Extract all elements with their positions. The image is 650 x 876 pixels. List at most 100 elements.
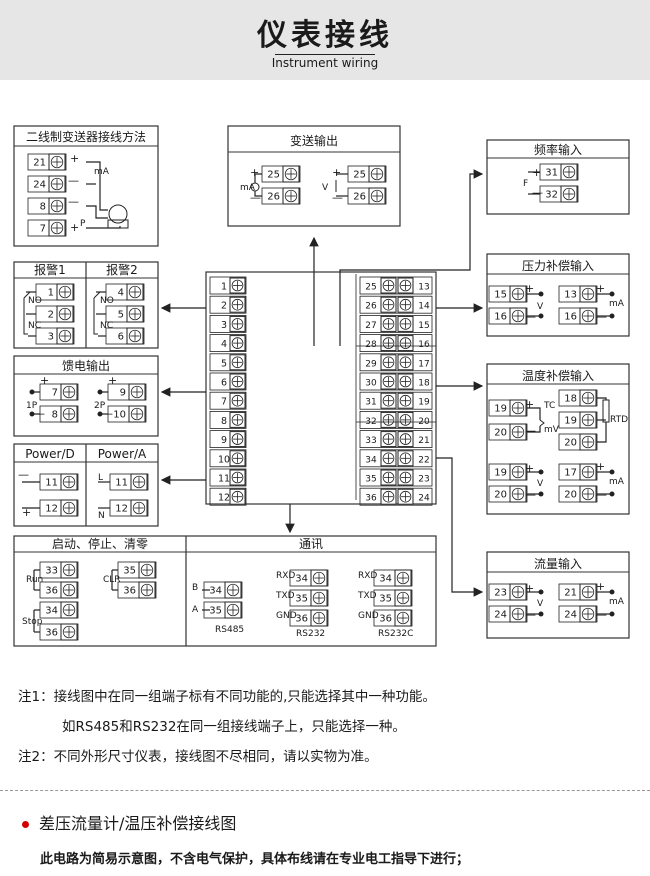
- terminal: [39, 499, 79, 517]
- screw-head-icon: [312, 571, 326, 585]
- terminal-number: 28: [365, 340, 377, 350]
- polarity-sign: —: [525, 310, 536, 323]
- terminal-number: 23: [494, 588, 507, 599]
- screw-head-icon: [62, 407, 76, 421]
- terminal-number: 21: [564, 588, 577, 599]
- screw-head-icon: [399, 318, 412, 330]
- terminal: [105, 327, 145, 345]
- wiring-diagram: 二线制变送器接线方法 变送输出 频率输入 压力补偿输入 温度补偿输入 流量输入 …: [13, 125, 630, 647]
- screw-head-icon: [399, 356, 412, 369]
- terminal: [209, 276, 247, 295]
- terminal-number: 16: [494, 312, 507, 323]
- terminal: [359, 430, 433, 449]
- terminal: [373, 589, 413, 607]
- terminal: [209, 372, 247, 391]
- label-nc-2: NC: [100, 321, 113, 331]
- screw-head-icon: [140, 563, 154, 577]
- terminal: [359, 410, 433, 429]
- header: 仪表接线 Instrument wiring: [0, 0, 650, 80]
- terminal-number: 19: [418, 398, 430, 408]
- screw-head-icon: [50, 177, 64, 191]
- terminal-number: 14: [418, 302, 430, 312]
- relay-contact-icon: [93, 291, 101, 335]
- screw-head-icon: [581, 413, 595, 427]
- comm-title: 通讯: [299, 537, 323, 551]
- screw-head-icon: [382, 490, 395, 503]
- screw-head-icon: [128, 285, 142, 299]
- polarity-sign: —: [34, 407, 45, 420]
- terminal-number: 12: [45, 504, 58, 515]
- terminal: [35, 305, 75, 323]
- label-n: N: [98, 511, 105, 521]
- terminal-number: 3: [221, 320, 227, 331]
- wire: [527, 426, 541, 433]
- terminal-number: 27: [365, 321, 376, 331]
- note-2: 注2：不同外形尺寸仪表，接线图不尽相同，请以实物为准。: [18, 749, 378, 765]
- label-ma-temp: mA: [609, 477, 625, 487]
- label-stop: Stop: [22, 617, 43, 627]
- terminal: [373, 569, 413, 587]
- terminal: [209, 391, 247, 410]
- terminal: [105, 283, 145, 301]
- terminal-number: 21: [33, 158, 46, 169]
- terminal: [209, 487, 247, 506]
- screw-head-icon: [511, 309, 525, 323]
- polarity-sign: +: [250, 166, 259, 179]
- label-b: B: [192, 583, 198, 593]
- relay-contact-icon: [23, 291, 31, 335]
- label-rxd: RXD: [276, 571, 295, 581]
- terminal-number: 4: [221, 339, 227, 350]
- terminal: [105, 305, 145, 323]
- screw-head-icon: [62, 501, 76, 515]
- terminal: [39, 623, 79, 641]
- screw-head-icon: [62, 583, 76, 597]
- screw-head-icon: [50, 199, 64, 213]
- terminal-number: 20: [494, 490, 507, 501]
- terminal: [35, 283, 75, 301]
- terminal: [373, 609, 413, 627]
- screw-head-icon: [382, 337, 395, 349]
- screw-head-icon: [511, 465, 525, 479]
- screw-head-icon: [581, 435, 595, 449]
- terminal: [359, 468, 433, 487]
- terminal: [35, 327, 75, 345]
- label-mv: mV: [544, 425, 560, 435]
- terminal-number: 7: [40, 224, 46, 235]
- terminal: [27, 197, 67, 215]
- terminal-number: 34: [295, 574, 308, 585]
- polarity-sign: —: [596, 608, 607, 621]
- screw-head-icon: [399, 433, 412, 445]
- terminal-number: 11: [218, 474, 230, 485]
- screw-head-icon: [226, 583, 240, 597]
- screw-head-icon: [581, 391, 595, 405]
- terminal-number: 26: [353, 192, 366, 203]
- terminal: [289, 589, 329, 607]
- wire: [254, 191, 262, 197]
- screw-head-icon: [511, 401, 525, 415]
- label-txd-c: TXD: [357, 591, 377, 601]
- terminal-number: 5: [221, 358, 227, 369]
- terminal: [209, 449, 247, 468]
- screw-head-icon: [511, 607, 525, 621]
- screw-head-icon: [231, 337, 244, 349]
- two-wire-title: 二线制变送器接线方法: [26, 129, 146, 144]
- terminal-number: 25: [353, 170, 366, 181]
- screw-head-icon: [562, 165, 576, 179]
- terminal-number: 31: [365, 398, 376, 408]
- terminal: [27, 153, 67, 171]
- terminal-number: 35: [209, 606, 222, 617]
- label-v-pressure: V: [537, 302, 544, 312]
- screw-head-icon: [231, 490, 244, 503]
- terminal-number: 26: [267, 192, 280, 203]
- label-ma-pressure: mA: [609, 299, 625, 309]
- polarity-sign: +: [22, 506, 31, 519]
- terminal-number: 8: [40, 202, 46, 213]
- temp-title: 温度补偿输入: [522, 368, 594, 383]
- terminal-number: 6: [221, 378, 227, 389]
- terminal: [359, 391, 433, 410]
- divider: [0, 790, 650, 791]
- label-rs232: RS232: [296, 629, 325, 639]
- screw-head-icon: [511, 287, 525, 301]
- terminal-number: 6: [118, 332, 124, 343]
- polarity-sign: +: [70, 152, 79, 165]
